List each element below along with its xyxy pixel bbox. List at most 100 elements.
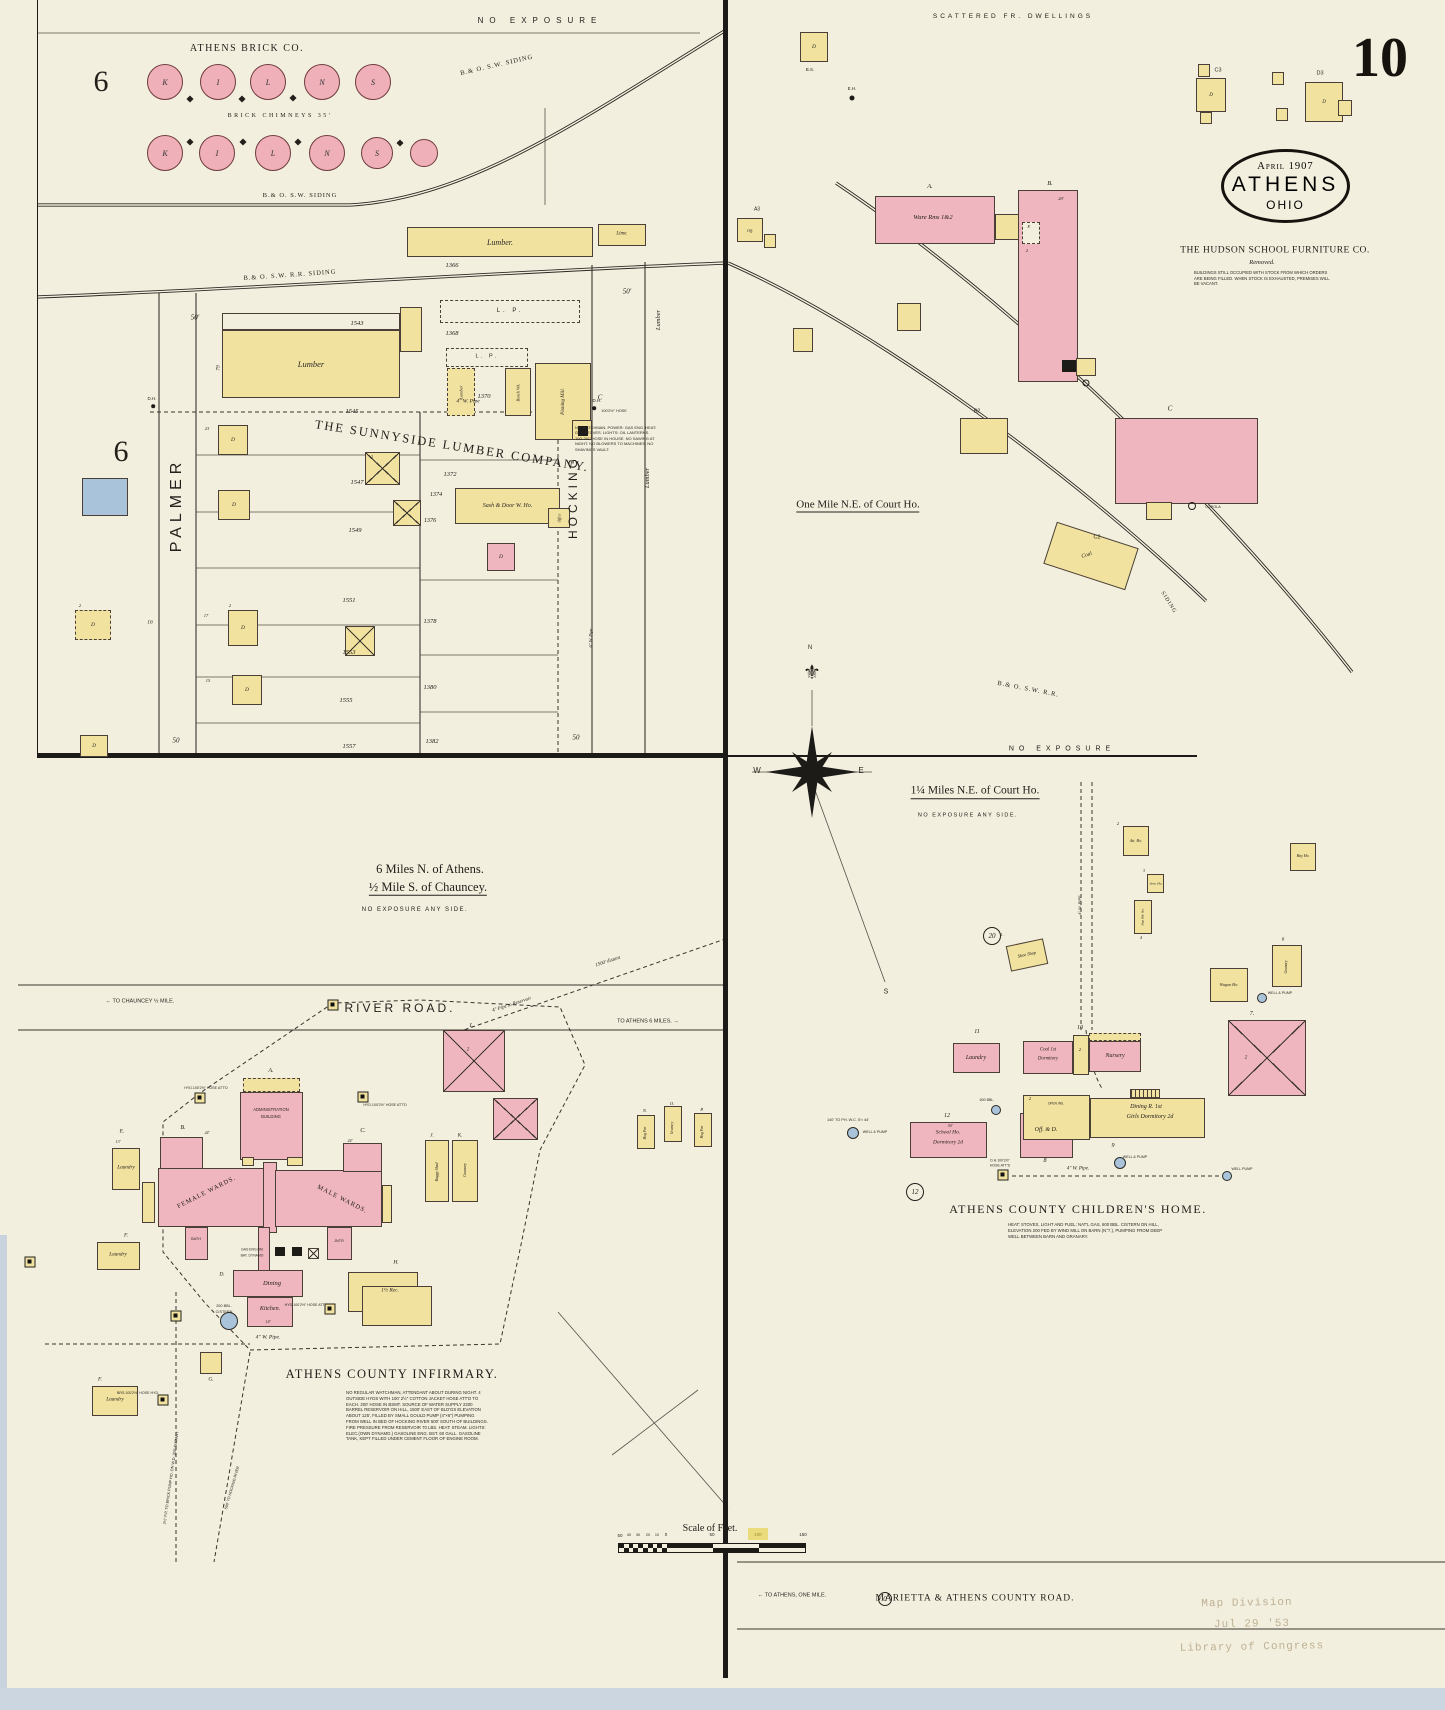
note-text: HEAT: STOVES, LIGHT AND FUEL: NAT'L GAS,… (1008, 1222, 1163, 1239)
map-label: 50 (709, 1531, 715, 1537)
map-label: RIVER ROAD. (344, 1001, 456, 1015)
building (92, 1386, 138, 1416)
map-label: NO EXPOSURE ANY SIDE. (917, 812, 1019, 819)
map-label: F. (1027, 223, 1031, 229)
building: D (218, 490, 250, 520)
map-label: 50' (190, 313, 200, 322)
sheet-number: 10 (1352, 27, 1408, 89)
map-label: 30' (947, 1123, 953, 1128)
note-text: BUILDINGS STILL OCCUPIED WITH STOCK FROM… (1194, 270, 1330, 287)
crossed-box-icon (308, 1248, 319, 1259)
building (694, 1113, 712, 1147)
map-label: 8 (1043, 1158, 1047, 1164)
map-label: 2 (1028, 1095, 1032, 1101)
railroad-track (36, 262, 727, 298)
map-label: School Ho. (935, 1129, 961, 1136)
building (1338, 100, 1352, 116)
map-label: Granary (670, 1121, 675, 1135)
well-or-cistern (991, 1105, 1001, 1115)
building (446, 348, 528, 367)
map-label: NO EXPOSURE (1008, 745, 1116, 753)
map-label: 50 (617, 1532, 623, 1538)
map-label: 2 (78, 602, 82, 608)
building (1089, 1033, 1141, 1041)
building (1089, 1041, 1141, 1072)
map-label: 1382 (425, 737, 439, 745)
building (362, 1286, 432, 1326)
building: D (1305, 82, 1343, 122)
map-label: SIDING (1159, 590, 1178, 615)
map-label: B. (1047, 179, 1053, 187)
map-label: THE HUDSON SCHOOL FURNITURE CO. (1180, 245, 1370, 256)
map-label: CISTERN (215, 1310, 233, 1315)
building-label: Office (557, 513, 561, 523)
scanbed-left-edge (0, 1235, 7, 1688)
hydrant-icon (157, 1394, 169, 1406)
building (793, 328, 813, 352)
map-label: B.S. (805, 66, 815, 72)
map-label: 23 (204, 425, 210, 431)
map-label: BUILDING (261, 1113, 281, 1119)
map-label: Dining (262, 1279, 282, 1287)
building (185, 1227, 208, 1260)
map-label: C3 (1214, 67, 1222, 74)
note-text: NO WATCHMAN. POWER: GAS ENG. HEAT: GAS S… (575, 425, 657, 452)
building (200, 1352, 222, 1374)
building (1290, 843, 1316, 871)
scale-cell (623, 1544, 629, 1548)
building (1198, 64, 1210, 77)
building (440, 300, 580, 323)
map-label: 16 (147, 619, 153, 626)
building (1123, 826, 1149, 856)
map-label: Library of Congress (1179, 1640, 1325, 1655)
map-label: Lime. (616, 231, 628, 237)
building (327, 1227, 352, 1260)
map-label: SCATTERED FR. DWELLINGS (932, 12, 1094, 20)
map-label: B2 (973, 408, 981, 415)
map-label: Coal 1st (1039, 1047, 1057, 1053)
scale-cell (667, 1544, 713, 1548)
hydrant-icon (324, 1303, 336, 1315)
map-label: 2 (1116, 820, 1120, 826)
engine-room-block (578, 426, 588, 436)
building (637, 1115, 655, 1149)
map-label: 10 (654, 1533, 660, 1538)
building (242, 1157, 254, 1166)
hydrant-icon (997, 1169, 1009, 1181)
dashed-line (213, 1351, 251, 1563)
map-label: A. (268, 1068, 274, 1074)
map-label: 1½ Rec. (381, 1287, 399, 1294)
map-label: 1. (1000, 931, 1004, 937)
building (598, 224, 646, 246)
map-label: 17 (203, 612, 209, 618)
map-label: E. (119, 1128, 125, 1135)
building: D (75, 610, 111, 640)
compass-rose (792, 752, 832, 792)
map-label: Att. Ho. (1129, 838, 1143, 843)
scale-cell (667, 1548, 713, 1552)
map-label: 12 (944, 1113, 950, 1119)
scale-cell (759, 1548, 805, 1552)
map-label: F. (123, 1232, 129, 1239)
stamp-date: April 1907 (1257, 160, 1314, 172)
section-divider (37, 0, 39, 755)
point-marker (849, 95, 855, 101)
building (82, 478, 128, 516)
map-label: NO EXPOSURE (477, 16, 603, 25)
well-or-cistern (220, 1312, 238, 1330)
map-label: 3 (1143, 868, 1145, 873)
building: D (218, 425, 248, 455)
dashed-line (457, 937, 729, 1033)
building (1147, 874, 1164, 893)
map-label: 2 (228, 602, 232, 608)
building (222, 313, 400, 330)
point-marker (151, 404, 155, 408)
building-label: D (232, 502, 236, 508)
map-label: O. (669, 1100, 675, 1106)
map-label: 11 (974, 1029, 980, 1035)
building: Office (548, 508, 570, 528)
hydrant-icon (327, 999, 339, 1011)
brick-kiln: N (304, 64, 340, 100)
building (1073, 1035, 1089, 1075)
map-label: L. P. (496, 308, 524, 314)
